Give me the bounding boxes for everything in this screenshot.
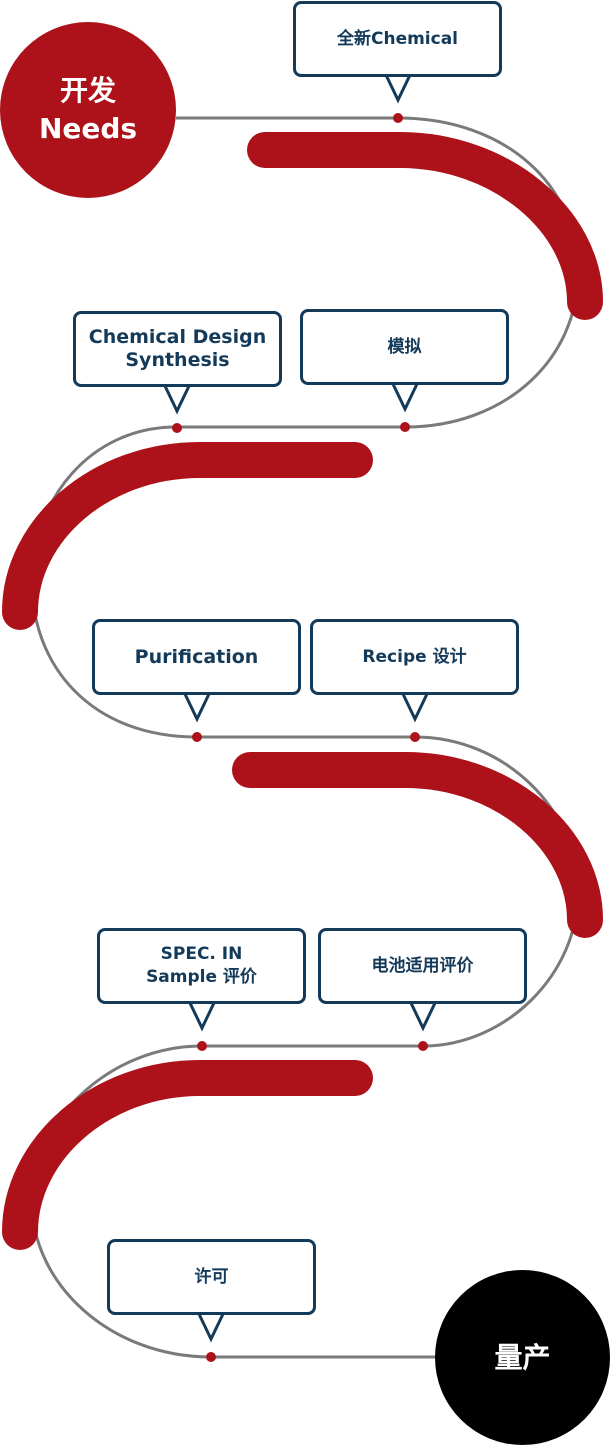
step-dot-1 <box>393 113 403 123</box>
red-band-4 <box>2 1060 373 1250</box>
step-dot-8 <box>206 1352 216 1362</box>
step-dot-7 <box>418 1041 428 1051</box>
step-dot-6 <box>197 1041 207 1051</box>
red-band-3 <box>232 752 603 938</box>
step-box-4: Purification <box>92 619 301 695</box>
step-label-1: 全新Chemical <box>336 28 459 49</box>
step-box-7: 电池适用评价 <box>318 928 527 1004</box>
step-box-6: SPEC. IN Sample 评价 <box>97 928 306 1004</box>
step-box-2: Chemical Design Synthesis <box>73 311 282 387</box>
start-node: 开发 Needs <box>0 22 176 198</box>
start-label-cn: 开发 <box>59 74 116 107</box>
step-dot-2 <box>172 423 182 433</box>
step-dot-3 <box>400 422 410 432</box>
step-label-5: Recipe 设计 <box>362 646 467 667</box>
step-label-6: SPEC. IN Sample 评价 <box>146 944 257 987</box>
bubble-pointers <box>163 74 437 1343</box>
step-box-1: 全新Chemical <box>293 1 502 77</box>
step-dot-5 <box>410 732 420 742</box>
red-band-1 <box>247 132 603 320</box>
step-label-8: 许可 <box>194 1266 229 1287</box>
step-label-2: Chemical Design Synthesis <box>88 326 267 371</box>
start-label-en: Needs <box>38 112 138 145</box>
step-label-3: 模拟 <box>387 336 422 357</box>
step-box-5: Recipe 设计 <box>310 619 519 695</box>
roadmap-path <box>30 116 580 1359</box>
end-node: 量产 <box>435 1270 610 1445</box>
red-band-2 <box>2 442 373 630</box>
step-box-8: 许可 <box>107 1239 316 1315</box>
step-dot-4 <box>192 732 202 742</box>
step-label-4: Purification <box>134 645 259 668</box>
step-box-3: 模拟 <box>300 309 509 385</box>
end-label: 量产 <box>494 1340 551 1374</box>
step-label-7: 电池适用评价 <box>371 955 474 976</box>
